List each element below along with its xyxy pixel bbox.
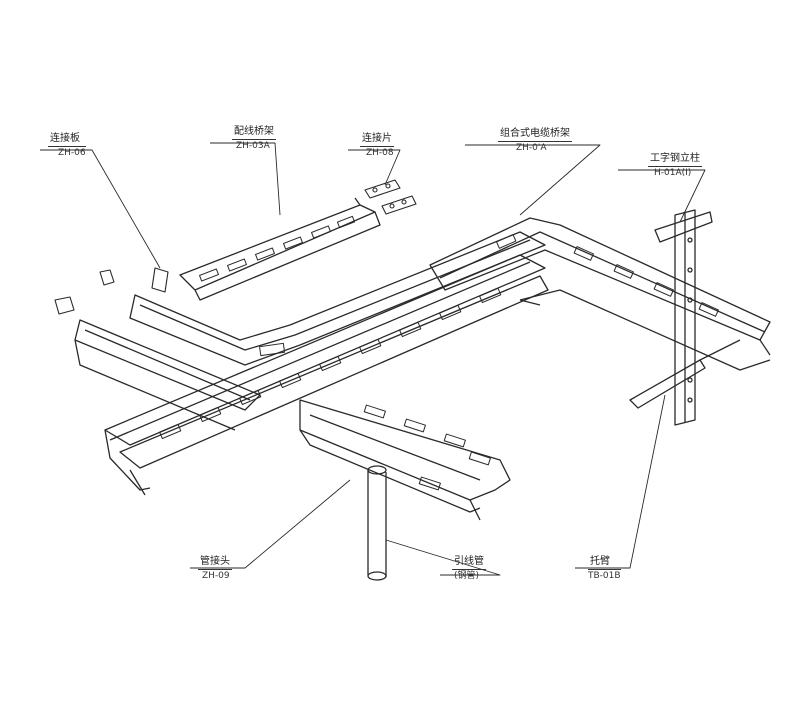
i-beam-column-code: H-01A(I) (654, 168, 692, 178)
wiring-tray-part (179, 197, 381, 301)
connector-plate-code: ZH-06 (58, 148, 86, 158)
bracket-arm-drawing (629, 339, 741, 409)
leader-lines (40, 142, 706, 576)
label-bracket-arm: 托臂 TB-01B (588, 556, 621, 582)
label-i-beam-column: 工字钢立柱 H-01A(I) (648, 153, 702, 179)
combined-tray-slots (259, 234, 719, 357)
main-diagonal-tray (104, 254, 549, 496)
cross-tray-slots (363, 404, 491, 491)
combined-tray-top (429, 217, 771, 371)
label-wiring-tray: 配线桥架 ZH-03A (232, 126, 276, 152)
pipe-joint-name: 管接头 (198, 556, 232, 570)
label-connector-plate: 连接板 ZH-06 (48, 133, 86, 159)
i-beam-column-name: 工字钢立柱 (648, 153, 702, 167)
connector-plate-name: 连接板 (48, 133, 86, 147)
upper-bend-tray (129, 231, 546, 366)
i-beam-column-drawing (654, 209, 713, 426)
wiring-tray-slots (199, 215, 356, 282)
bracket-arm-code: TB-01B (588, 571, 621, 581)
connector-pieces (54, 267, 169, 315)
cross-tray-lower (299, 399, 511, 521)
label-lead-in-pipe: 引线管 (钢管) (452, 556, 486, 582)
splice-piece-name: 连接片 (360, 133, 394, 147)
splice-piece-code: ZH-08 (366, 148, 394, 158)
wiring-tray-name: 配线桥架 (232, 126, 276, 140)
pipe-joint-code: ZH-09 (202, 571, 230, 581)
lead-in-pipe-name: 引线管 (452, 556, 486, 570)
label-pipe-joint: 管接头 ZH-09 (198, 556, 232, 582)
label-combined-tray: 组合式电缆桥架 ZH-0'A (498, 128, 572, 154)
splice-pieces (364, 179, 417, 215)
bracket-arm-name: 托臂 (588, 556, 621, 570)
wiring-tray-code: ZH-03A (236, 141, 270, 151)
label-splice-piece: 连接片 ZH-08 (360, 133, 394, 159)
lead-in-pipe-code: (钢管) (454, 571, 480, 581)
lead-in-pipe-drawing (367, 465, 387, 581)
main-tray-slots (159, 287, 502, 440)
combined-tray-name: 组合式电缆桥架 (498, 128, 572, 142)
left-tray (74, 319, 261, 431)
combined-tray-code: ZH-0'A (516, 143, 547, 153)
